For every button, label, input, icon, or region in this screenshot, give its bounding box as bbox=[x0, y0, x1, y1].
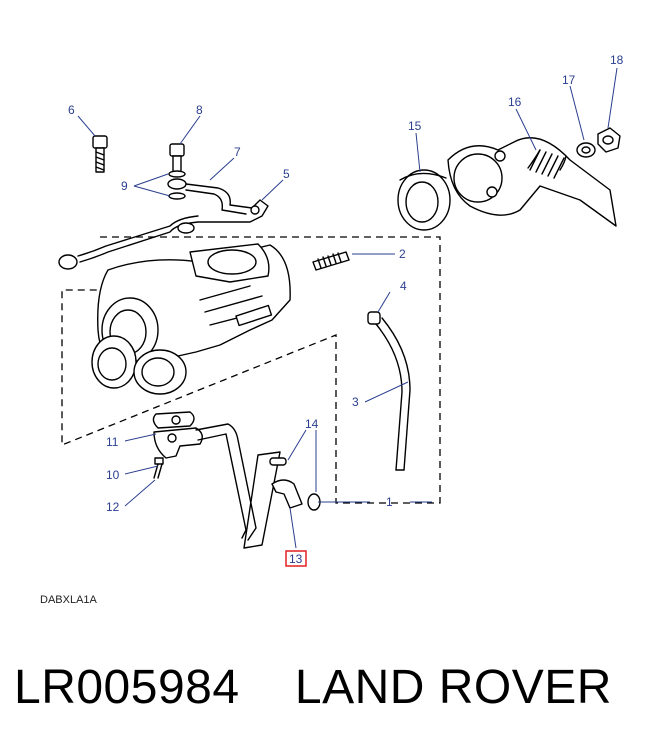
part-number: LR005984 bbox=[14, 661, 240, 714]
callout-16: 16 bbox=[508, 95, 522, 109]
hose-13-drawing bbox=[243, 451, 321, 549]
nut-18-drawing bbox=[597, 127, 621, 153]
callout-3: 3 bbox=[352, 395, 359, 409]
part-caption: LR005984 LAND ROVER bbox=[14, 660, 612, 715]
callout-18: 18 bbox=[610, 53, 624, 67]
oil-feed-pipe-drawing bbox=[58, 183, 269, 270]
callout-17: 17 bbox=[562, 73, 576, 87]
parts-diagram: 6 8 7 9 5 2 4 3 1 14 11 10 12 15 16 17 1… bbox=[58, 53, 624, 567]
callout-13: 13 bbox=[289, 552, 303, 566]
callout-1: 1 bbox=[386, 495, 393, 509]
callout-8: 8 bbox=[196, 103, 203, 117]
bolt-6-drawing bbox=[92, 135, 108, 173]
exhaust-pipe-drawing bbox=[447, 137, 617, 227]
leader-lines bbox=[77, 67, 618, 549]
callout-6: 6 bbox=[68, 103, 75, 117]
callout-7: 7 bbox=[234, 145, 241, 159]
callout-10: 10 bbox=[106, 468, 120, 482]
callout-5: 5 bbox=[283, 167, 290, 181]
callout-12: 12 bbox=[106, 500, 120, 514]
callout-14: 14 bbox=[305, 417, 319, 431]
turbocharger-drawing bbox=[91, 243, 291, 395]
callout-9: 9 bbox=[121, 179, 128, 193]
spring-16-drawing bbox=[527, 149, 567, 179]
banjo-bolt-8-drawing bbox=[167, 143, 187, 200]
elbow-15-drawing bbox=[397, 169, 451, 231]
callout-11: 11 bbox=[106, 435, 119, 449]
brand-name: LAND ROVER bbox=[294, 661, 612, 714]
stud-2-drawing bbox=[312, 251, 350, 271]
diagram-code: DABXLA1A bbox=[40, 594, 97, 606]
callout-4: 4 bbox=[400, 279, 407, 293]
drain-hose-3-drawing bbox=[367, 311, 411, 471]
callout-2: 2 bbox=[399, 247, 406, 261]
highlight-box-13 bbox=[285, 550, 307, 567]
washer-17-drawing bbox=[576, 142, 596, 158]
drain-pipe-drawing bbox=[152, 411, 257, 541]
assembly-outline bbox=[61, 236, 441, 504]
callout-15: 15 bbox=[408, 119, 422, 133]
